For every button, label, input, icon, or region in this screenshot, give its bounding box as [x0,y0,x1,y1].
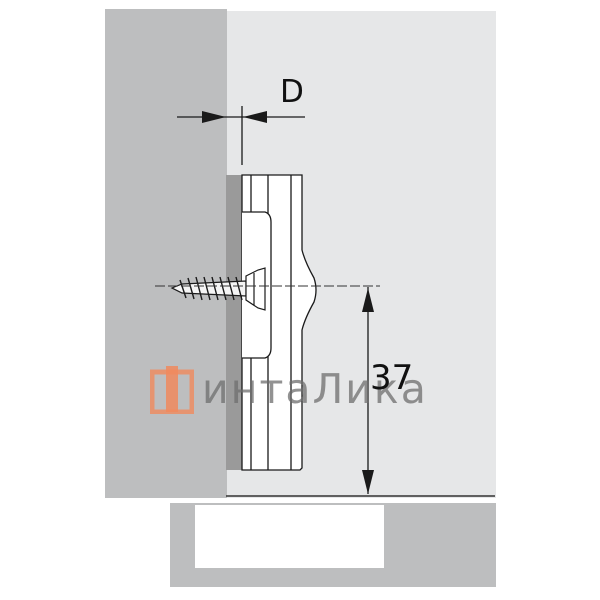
watermark-text: интаЛика [202,365,428,413]
dimension-37 [362,287,374,494]
bottom-frame-opening [195,505,384,568]
mounting-plate [241,174,317,471]
dimension-label-d: D [280,74,304,110]
plate-edge-strip [226,175,242,470]
dimension-label-37: 37 [370,358,414,398]
dimension-d [177,106,305,165]
side-panel-dark [105,9,227,498]
screw-threads [179,276,243,301]
watermark-logo-icon [150,366,194,414]
watermark: интаЛика [150,364,428,414]
